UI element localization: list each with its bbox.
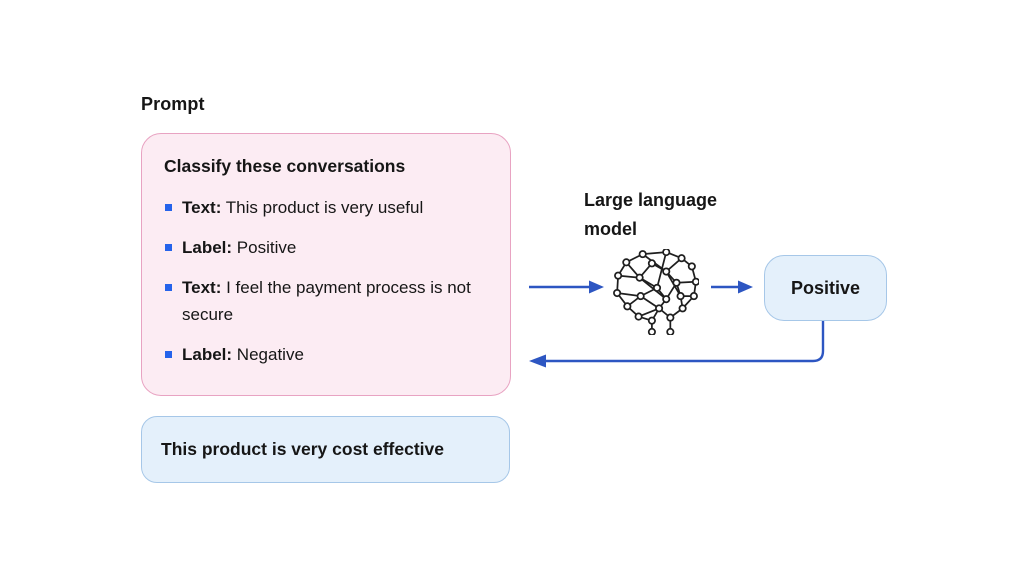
list-item-text: Text: I feel the payment process is not … bbox=[182, 274, 478, 328]
example-list: Text: This product is very useful Label:… bbox=[164, 194, 488, 368]
bullet-square-icon bbox=[165, 244, 172, 251]
item-label: Label: bbox=[182, 345, 233, 364]
bullet-square-icon bbox=[165, 284, 172, 291]
list-item-text: Text: This product is very useful bbox=[182, 194, 423, 221]
llm-label: Large language model bbox=[584, 190, 718, 239]
arrow-prompt-to-model-icon bbox=[529, 280, 604, 294]
neural-network-brain-icon bbox=[613, 249, 699, 335]
output-box: Positive bbox=[764, 255, 887, 321]
item-label: Text: bbox=[182, 278, 222, 297]
list-item-text: Label: Positive bbox=[182, 234, 296, 261]
output-label: Positive bbox=[790, 277, 861, 298]
list-item-text: Label: Negative bbox=[182, 341, 304, 368]
list-item: Text: I feel the payment process is not … bbox=[164, 274, 488, 328]
prompt-heading: Prompt bbox=[141, 94, 205, 114]
bullet-square-icon bbox=[165, 204, 172, 211]
input-example-box: This product is very cost effective bbox=[141, 416, 510, 483]
input-example-text: This product is very cost effective bbox=[161, 439, 445, 459]
item-value: This product is very useful bbox=[225, 198, 424, 217]
item-label: Text: bbox=[182, 198, 222, 217]
item-value: I feel the payment process is not secure bbox=[182, 278, 471, 324]
item-value: Positive bbox=[236, 238, 297, 257]
list-item: Label: Positive bbox=[164, 234, 488, 261]
prompt-box-title: Classify these conversations bbox=[164, 156, 406, 176]
item-label: Label: bbox=[182, 238, 233, 257]
bullet-square-icon bbox=[165, 351, 172, 358]
prompt-box: Classify these conversations Text: This … bbox=[141, 133, 511, 396]
item-value: Negative bbox=[236, 345, 304, 364]
list-item: Text: This product is very useful bbox=[164, 194, 488, 221]
list-item: Label: Negative bbox=[164, 341, 488, 368]
arrow-model-to-output-icon bbox=[711, 280, 753, 294]
